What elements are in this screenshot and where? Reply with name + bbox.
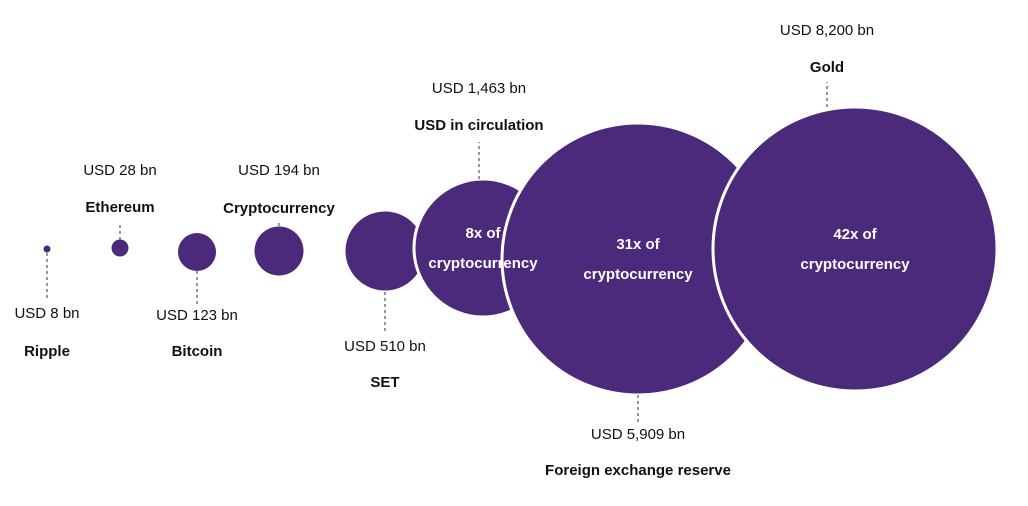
value-label-cryptocurrency: USD 194 bn [238, 162, 320, 179]
bubble-gold [711, 105, 999, 393]
name-label-foreign-exchange-reserve: Foreign exchange reserve [545, 462, 731, 479]
name-label-usd-in-circulation: USD in circulation [414, 117, 543, 134]
value-label-ripple: USD 8 bn [14, 305, 79, 322]
value-label-bitcoin: USD 123 bn [156, 307, 238, 324]
name-label-cryptocurrency: Cryptocurrency [223, 200, 335, 217]
inner-label-usd-in-circulation: cryptocurrency [428, 255, 538, 272]
bubble-layer [43, 105, 999, 397]
inner-label-foreign-exchange-reserve: cryptocurrency [583, 266, 693, 283]
bubble-ethereum [111, 239, 129, 257]
inner-label-usd-in-circulation: 8x of [465, 225, 501, 242]
bubble-ripple [43, 245, 51, 253]
inner-label-gold: 42x of [833, 226, 877, 243]
inner-label-gold: cryptocurrency [800, 256, 910, 273]
name-label-bitcoin: Bitcoin [172, 343, 223, 360]
value-label-gold: USD 8,200 bn [780, 22, 874, 39]
name-label-ripple: Ripple [24, 343, 70, 360]
bubble-bitcoin [178, 233, 216, 271]
name-label-ethereum: Ethereum [85, 199, 154, 216]
value-label-ethereum: USD 28 bn [83, 162, 156, 179]
value-label-foreign-exchange-reserve: USD 5,909 bn [591, 426, 685, 443]
bubble-cryptocurrency [254, 226, 304, 276]
value-label-set: USD 510 bn [344, 338, 426, 355]
name-label-set: SET [370, 374, 399, 391]
inner-label-foreign-exchange-reserve: 31x of [616, 236, 660, 253]
name-label-gold: Gold [810, 59, 844, 76]
value-label-usd-in-circulation: USD 1,463 bn [432, 80, 526, 97]
